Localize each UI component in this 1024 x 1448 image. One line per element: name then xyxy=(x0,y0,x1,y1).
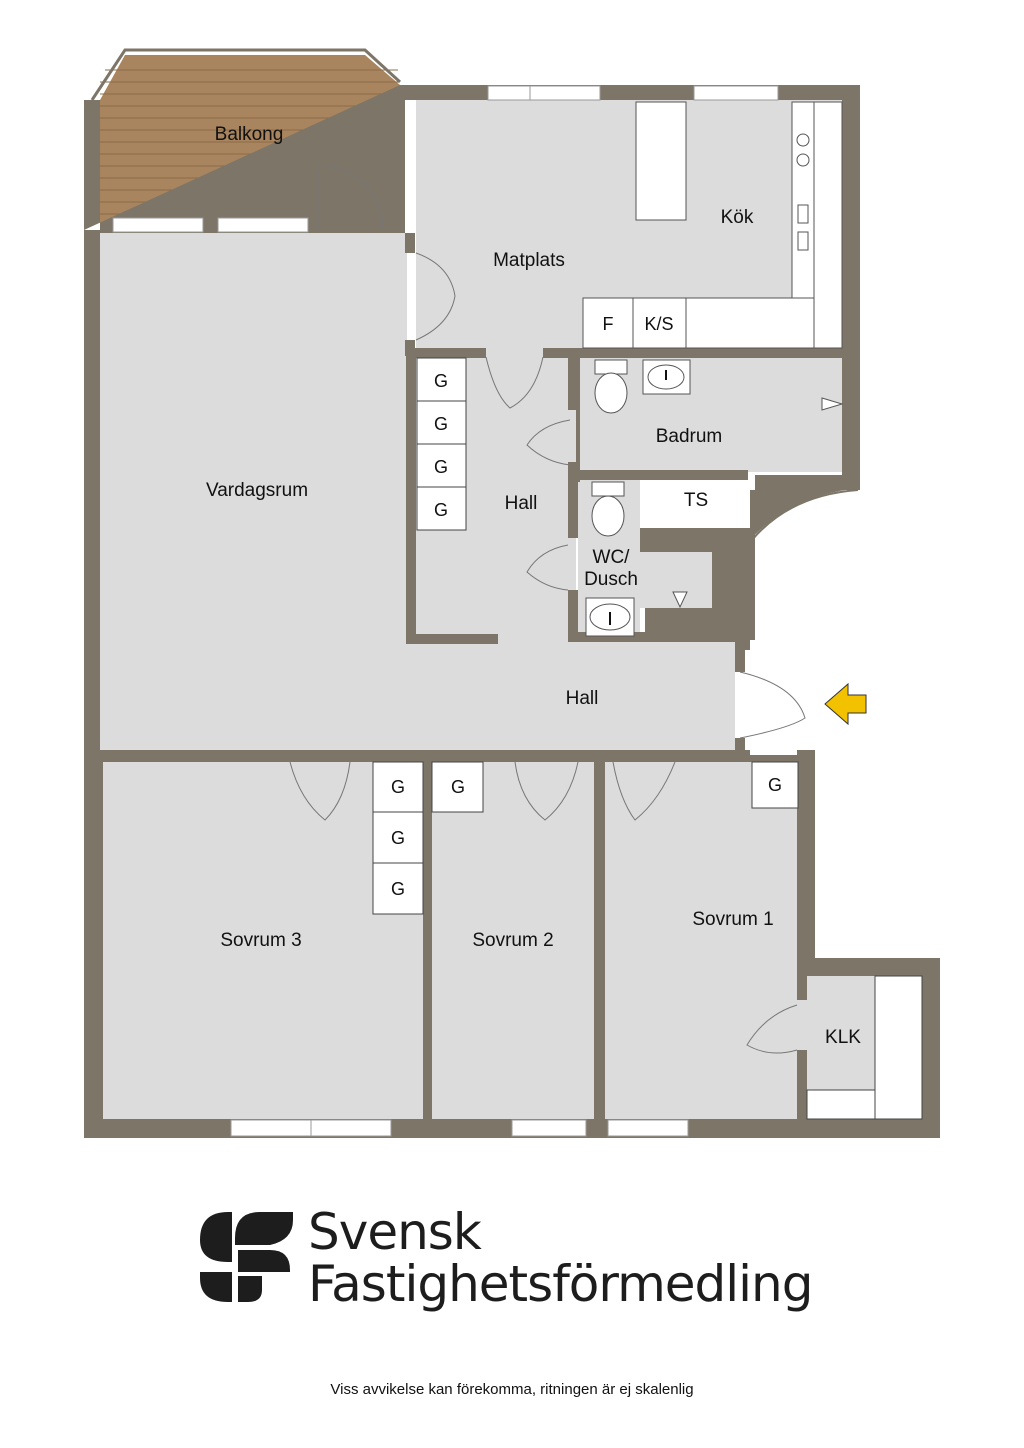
wardrobe-label: G xyxy=(451,777,465,797)
room-label-hall-upper: Hall xyxy=(505,493,538,514)
entrance-door xyxy=(739,671,806,739)
room-label-kok: Kök xyxy=(721,207,754,228)
wardrobe-label: G xyxy=(434,457,448,477)
brand-name-line1: Svensk xyxy=(308,1203,482,1261)
room-label-matplats: Matplats xyxy=(493,250,565,271)
kitchen-counters xyxy=(582,101,843,349)
wardrobe-label: G xyxy=(768,775,782,795)
wardrobe-label: G xyxy=(391,777,405,797)
room-label-vardagsrum: Vardagsrum xyxy=(206,480,308,501)
room-label-sovrum1: Sovrum 1 xyxy=(692,909,773,930)
doors xyxy=(289,164,798,1054)
wardrobe-label: G xyxy=(434,414,448,434)
room-labels: Balkong Kök Matplats Vardagsrum Hall Hal… xyxy=(206,124,861,1048)
room-label-ts: TS xyxy=(684,490,708,511)
room-label-wc-line2: Dusch xyxy=(584,569,638,590)
wardrobe-label: G xyxy=(391,828,405,848)
wardrobe-label: G xyxy=(434,371,448,391)
brand-name-line2: Fastighetsförmedling xyxy=(308,1255,813,1313)
wardrobe-label: G xyxy=(391,879,405,899)
bathroom-fixtures xyxy=(585,359,844,637)
room-label-sovrum2: Sovrum 2 xyxy=(472,930,553,951)
disclaimer-text: Viss avvikelse kan förekomma, ritningen … xyxy=(330,1381,694,1398)
brand-logo-icon xyxy=(200,1212,293,1302)
wardrobe-labels: G G G G G G G G G xyxy=(391,371,782,899)
freezer-label: K/S xyxy=(644,314,673,334)
room-label-balkong: Balkong xyxy=(215,124,284,145)
room-label-badrum: Badrum xyxy=(656,426,723,447)
interior-walls xyxy=(100,233,860,1120)
fridge-label: F xyxy=(603,314,614,334)
room-label-klk: KLK xyxy=(825,1027,861,1048)
floors xyxy=(100,100,922,1119)
wardrobe-label: G xyxy=(434,500,448,520)
room-label-wc-line1: WC/ xyxy=(593,547,631,568)
room-label-hall-main: Hall xyxy=(566,688,599,709)
room-label-sovrum3: Sovrum 3 xyxy=(220,930,301,951)
wardrobes xyxy=(372,357,923,1120)
entrance-arrow-icon xyxy=(824,682,867,726)
windows xyxy=(112,85,779,1137)
